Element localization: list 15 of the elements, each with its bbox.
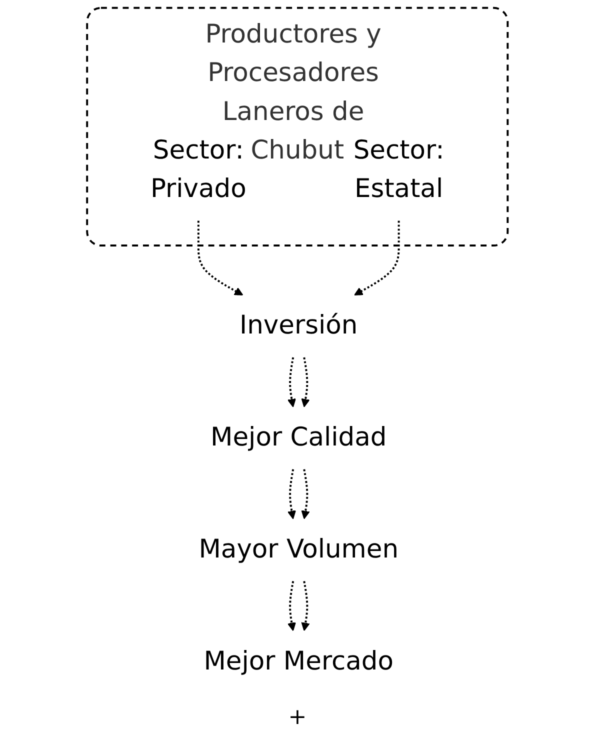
- arrow: [288, 357, 296, 408]
- arrow: [288, 469, 296, 520]
- arrow: [301, 581, 310, 632]
- node-text: Mejor Calidad: [210, 422, 387, 452]
- node-text: Inversión: [240, 310, 358, 341]
- node-text: Mayor Volumen: [198, 534, 399, 564]
- node-text: Mejor Mercado: [204, 646, 394, 676]
- note-text: +: [288, 705, 307, 730]
- node-text: Sector: Estatal: [353, 136, 444, 204]
- arrow: [354, 220, 400, 296]
- node-text: Sector: Privado: [150, 136, 246, 204]
- arrow: [301, 469, 310, 520]
- arrow: [301, 357, 310, 408]
- arrow: [198, 220, 244, 296]
- arrow: [288, 581, 296, 632]
